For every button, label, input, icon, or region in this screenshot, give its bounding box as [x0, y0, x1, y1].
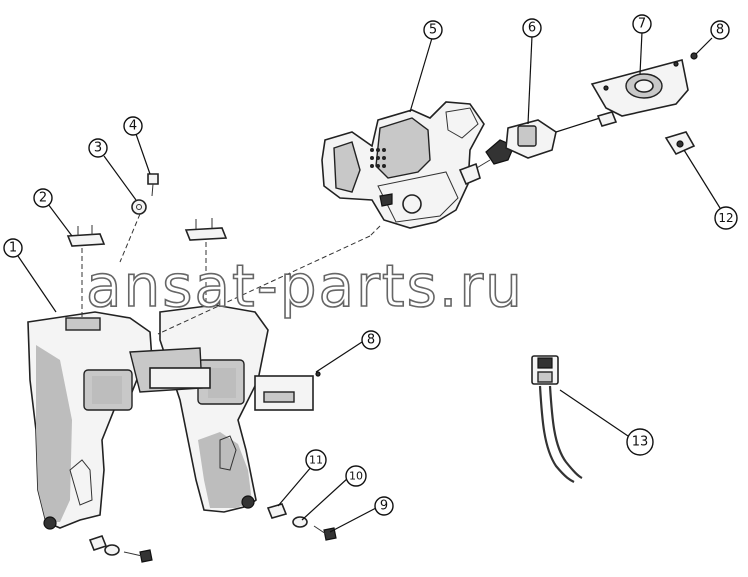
- callout-12: 12: [714, 206, 738, 230]
- part-10-washer: [104, 516, 308, 556]
- part-9-screw: [123, 525, 337, 563]
- part-8-panel: [315, 371, 321, 377]
- callout-7: 7: [632, 14, 652, 34]
- callout-7-label: 7: [638, 17, 646, 32]
- callout-4: 4: [123, 116, 143, 136]
- leader-lines: [17, 31, 721, 533]
- callout-11: 11: [305, 449, 327, 471]
- callout-12-label: 12: [718, 211, 733, 225]
- callout-10-label: 10: [349, 470, 363, 483]
- part-11-sleeve: [88, 503, 288, 551]
- callout-9-label: 9: [380, 499, 388, 514]
- callout-3-label: 3: [94, 141, 102, 156]
- part-4-screw: [119, 173, 159, 263]
- callout-8-top-label: 8: [716, 23, 724, 38]
- callout-11-label: 11: [309, 454, 323, 467]
- callout-5: 5: [423, 20, 443, 40]
- part-12-nut: [664, 131, 696, 156]
- callout-2-label: 2: [39, 191, 47, 206]
- callout-6-label: 6: [528, 21, 536, 36]
- part-2-clip: [66, 218, 228, 318]
- callout-9: 9: [374, 496, 394, 516]
- callout-13-label: 13: [632, 435, 649, 450]
- callout-6: 6: [522, 18, 542, 38]
- callout-1: 1: [3, 238, 23, 258]
- callout-1-label: 1: [9, 241, 17, 256]
- callout-3: 3: [88, 138, 108, 158]
- callout-8-lower: 8: [361, 330, 381, 350]
- watermark-text: ansat-parts.ru: [86, 252, 524, 320]
- part-1-lower-cover: [27, 304, 314, 530]
- callout-5-label: 5: [429, 23, 437, 38]
- part-5-upper-cover: [157, 101, 485, 335]
- part-3-washer: [131, 199, 147, 215]
- callout-13: 13: [626, 428, 654, 456]
- part-7-panel: [590, 59, 689, 117]
- part-6-switch: [458, 111, 618, 186]
- callout-2: 2: [33, 188, 53, 208]
- callout-8-top: 8: [710, 20, 730, 40]
- callout-8-lower-label: 8: [367, 333, 375, 348]
- callout-4-label: 4: [129, 119, 137, 134]
- callout-10: 10: [345, 465, 367, 487]
- part-13-connector: [531, 355, 583, 483]
- part-8-screw-top: [690, 52, 698, 60]
